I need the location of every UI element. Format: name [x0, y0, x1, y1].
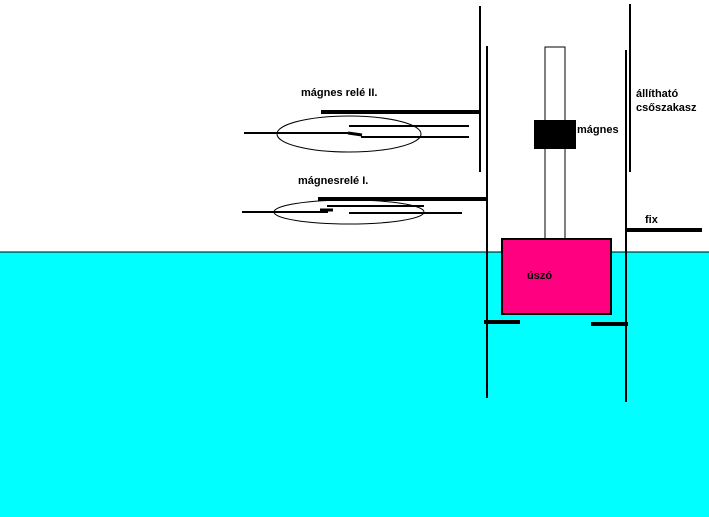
float-label: úszó: [527, 270, 552, 282]
relay-1-label: mágnesrelé I.: [298, 175, 368, 187]
adjustable-pipe-label-line2: csőszakasz: [636, 102, 697, 114]
relay-2-contact-tip: [347, 131, 363, 137]
relay-2-label: mágnes relé II.: [301, 87, 377, 99]
relay-1-group: [242, 197, 487, 225]
magnet-label: mágnes: [577, 124, 619, 136]
adjustable-pipe-label-line1: állítható: [636, 88, 678, 100]
float-body: [501, 238, 612, 315]
magnet-block: [534, 120, 576, 149]
relay-2-group: [244, 110, 480, 153]
fixed-label: fix: [645, 214, 659, 226]
